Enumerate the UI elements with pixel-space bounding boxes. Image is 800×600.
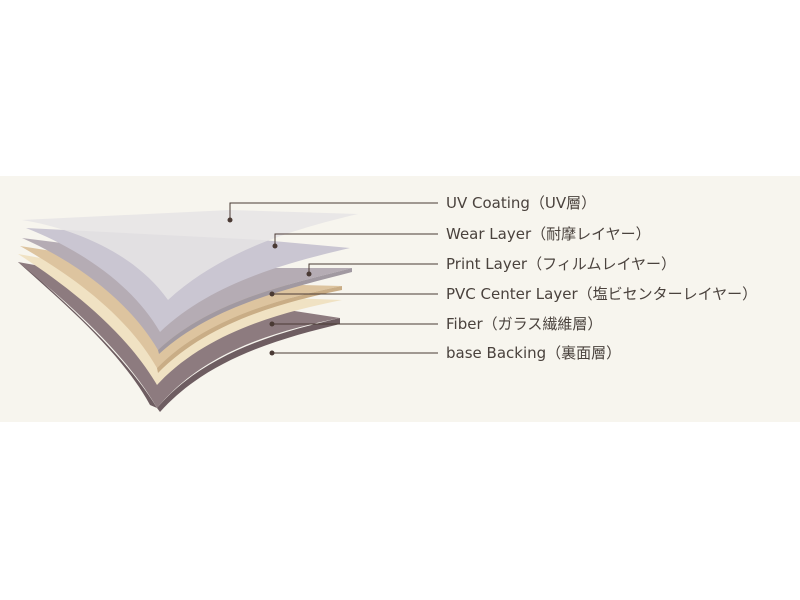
- leader-uv-coating: [227, 202, 438, 223]
- label-wear-layer: Wear Layer（耐摩レイヤー）: [446, 225, 651, 243]
- label-fiber: Fiber（ガラス繊維層）: [446, 315, 602, 333]
- leader-fiber: [269, 321, 438, 327]
- leader-wear-layer: [272, 233, 438, 249]
- label-pvc-center-layer: PVC Center Layer（塩ビセンターレイヤー）: [446, 285, 757, 303]
- label-print-layer: Print Layer（フィルムレイヤー）: [446, 255, 676, 273]
- label-uv-coating: UV Coating（UV層）: [446, 194, 596, 212]
- label-base-backing: base Backing（裏面層）: [446, 344, 621, 362]
- uv-coating-layer: [22, 210, 358, 300]
- print-layer-edge: [158, 268, 352, 354]
- leader-pvc-center-layer: [269, 291, 438, 297]
- leader-print-layer: [306, 263, 438, 277]
- leader-base-backing: [269, 350, 438, 356]
- base-backing-edge: [157, 318, 340, 412]
